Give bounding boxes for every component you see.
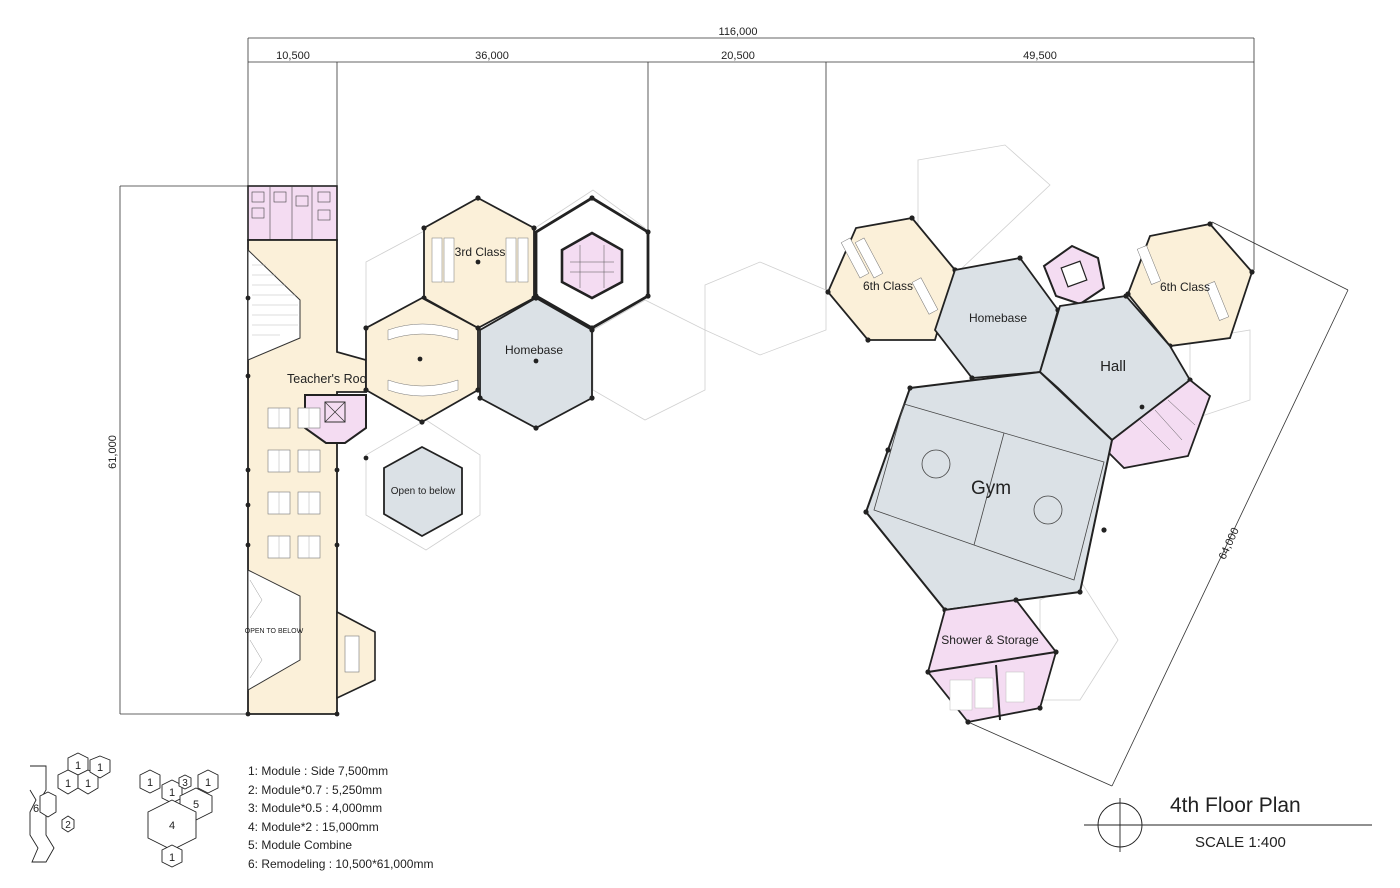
legend-item: 5: Module Combine [248,838,353,852]
module-diagram-right [139,769,219,868]
mod-label-1h: 1 [169,852,175,864]
module-legend: 1: Module : Side 7,500mm 2: Module*0.7 :… [248,762,433,873]
legend-item: 3: Module*0.5 : 4,000mm [248,801,383,815]
mod-label-1d: 1 [97,762,103,774]
label-gym: Gym [971,478,1011,499]
label-teachers-room: Teacher's Room [287,372,377,386]
mod-label-2: 2 [65,820,71,831]
mod-label-1c: 1 [85,778,91,790]
label-homebase-left: Homebase [505,343,563,357]
label-third-class: 3rd Class [455,245,506,259]
plan-title: 4th Floor Plan [1170,794,1301,817]
label-sixth-class-right: 6th Class [1160,280,1210,294]
label-homebase-right: Homebase [969,311,1027,325]
left-hex-cluster: 3rd Class Homebase Open [363,195,651,538]
mod-label-1e: 1 [147,777,153,789]
title-block [1084,798,1372,852]
dim-left-height: 61,000 [107,435,119,469]
mod-label-1b: 1 [65,778,71,790]
mod-label-1a: 1 [75,760,81,772]
mod-label-5: 5 [193,799,199,811]
dimension-lines [119,37,1349,787]
legend-item: 4: Module*2 : 15,000mm [248,819,379,834]
left-wing: OPEN TO BELOW Teacher's Room [245,185,377,717]
right-hex-cluster: 6th Class Homebase 6th Class Hall [825,215,1255,725]
mod-label-1f: 1 [169,787,175,799]
dim-total-width: 116,000 [719,26,758,38]
module-diagram-left [29,752,111,863]
label-open-to-below: Open to below [391,486,456,497]
dim-right-diagonal: 64,000 [1217,526,1242,562]
dim-seg1: 10,500 [276,50,310,62]
mod-label-3: 3 [182,778,188,789]
dim-seg2: 36,000 [475,50,509,62]
label-sixth-class-left: 6th Class [863,279,913,293]
mod-label-6: 6 [33,803,39,815]
mod-label-4: 4 [169,820,175,832]
legend-item: 2: Module*0.7 : 5,250mm [248,782,383,797]
plan-scale: SCALE 1:400 [1195,834,1286,851]
label-hall: Hall [1100,358,1126,375]
dim-seg4: 49,500 [1023,50,1057,62]
label-shower-storage: Shower & Storage [941,633,1039,647]
label-open-to-below-small: OPEN TO BELOW [245,628,304,635]
legend-item: 1: Module : Side 7,500mm [248,764,389,778]
legend-item: 6: Remodeling : 10,500*61,000mm [248,856,434,871]
mod-label-1g: 1 [205,777,211,789]
dim-seg3: 20,500 [721,50,755,62]
